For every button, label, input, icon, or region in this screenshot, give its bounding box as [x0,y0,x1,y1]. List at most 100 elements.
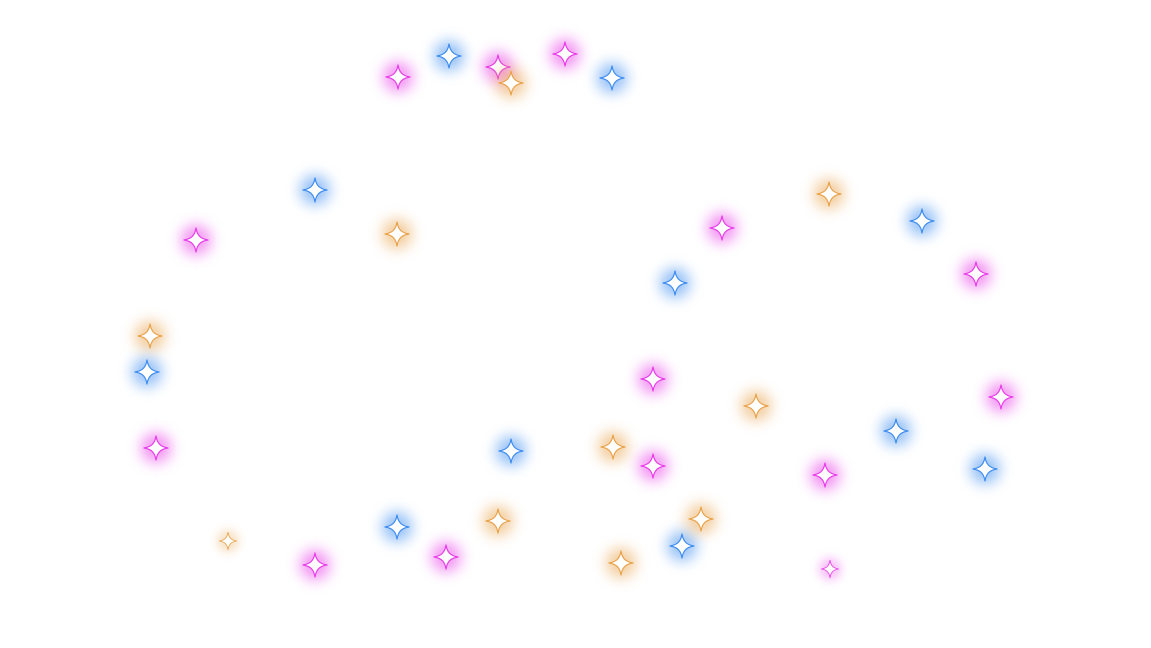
sparkle-icon [900,199,944,243]
sparkle-icon [293,543,337,587]
sparkle-icon [679,497,723,541]
sparkle-icon [489,61,533,105]
sparkle-glow [135,321,165,351]
four-point-sparkle-icon [972,456,998,482]
sparkle-icon [807,172,851,216]
four-point-sparkle-icon [498,70,524,96]
sparkle-icon [134,426,178,470]
sparkle-icon [212,525,244,557]
four-point-sparkle-icon [669,533,695,559]
sparkle-glow [810,460,840,490]
sparkle-glow [483,52,513,82]
sparkle-glow [383,62,413,92]
four-point-sparkle-icon [302,552,328,578]
sparkle-glow [961,259,991,289]
sparkle-icon [599,541,643,585]
four-point-sparkle-icon [385,64,411,90]
sparkle-glow [434,41,464,71]
four-point-sparkle-icon [883,418,909,444]
sparkle-icon [631,444,675,488]
four-point-sparkle-icon [909,208,935,234]
four-point-sparkle-icon [433,544,459,570]
four-point-sparkle-icon [137,323,163,349]
sparkle-glow [141,433,171,463]
sparkle-glow [597,63,627,93]
sparkle-glow [667,531,697,561]
sparkle-glow [638,451,668,481]
sparkle-glow [741,391,771,421]
four-point-sparkle-icon [816,181,842,207]
sparkle-icon [814,553,846,585]
sparkle-glow [606,548,636,578]
sparkle-glow [707,213,737,243]
sparkle-glow [660,268,690,298]
sparkle-icon [803,453,847,497]
sparkle-icon [963,447,1007,491]
sparkle-icon [375,212,419,256]
sparkle-glow [686,504,716,534]
four-point-sparkle-icon [498,438,524,464]
sparkle-icon [543,32,587,76]
four-point-sparkle-icon [988,384,1014,410]
sparkle-icon [424,535,468,579]
sparkle-glow [217,530,239,552]
four-point-sparkle-icon [302,177,328,203]
sparkle-icon [128,314,172,358]
sparkle-icon [700,206,744,250]
sparkle-icon [874,409,918,453]
four-point-sparkle-icon [662,270,688,296]
sparkle-glow [550,39,580,69]
sparkle-glow [300,550,330,580]
four-point-sparkle-icon [688,506,714,532]
four-point-sparkle-icon [485,54,511,80]
four-point-sparkle-icon [963,261,989,287]
sparkle-icon [476,45,520,89]
sparkle-icon [590,56,634,100]
sparkle-icon [293,168,337,212]
sparkle-glow [431,542,461,572]
sparkle-icon [734,384,778,428]
sparkle-icon [653,261,697,305]
four-point-sparkle-icon [709,215,735,241]
four-point-sparkle-icon [218,531,238,551]
sparkle-icon [631,357,675,401]
four-point-sparkle-icon [812,462,838,488]
sparkle-icon [174,218,218,262]
sparkle-icon [476,499,520,543]
sparkle-glow [496,436,526,466]
sparkle-glow [382,512,412,542]
sparkle-glow [970,454,1000,484]
four-point-sparkle-icon [384,221,410,247]
sparkle-glow [907,206,937,236]
four-point-sparkle-icon [820,559,840,579]
sparkle-icon [376,55,420,99]
sparkle-glow [598,432,628,462]
sparkle-icon [489,429,533,473]
sparkle-icon [591,425,635,469]
sparkle-icon [954,252,998,296]
sparkle-icon [375,505,419,549]
four-point-sparkle-icon [743,393,769,419]
sparkle-glow [382,219,412,249]
four-point-sparkle-icon [599,65,625,91]
four-point-sparkle-icon [143,435,169,461]
sparkle-glow [496,68,526,98]
sparkle-glow [881,416,911,446]
four-point-sparkle-icon [436,43,462,69]
four-point-sparkle-icon [640,453,666,479]
sparkle-icon [125,350,169,394]
sparkle-icon [660,524,704,568]
four-point-sparkle-icon [485,508,511,534]
sparkle-glow [132,357,162,387]
sparkle-glow [638,364,668,394]
four-point-sparkle-icon [384,514,410,540]
sparkle-glow [300,175,330,205]
sparkle-icon [427,34,471,78]
sparkle-glow [181,225,211,255]
four-point-sparkle-icon [608,550,634,576]
four-point-sparkle-icon [134,359,160,385]
four-point-sparkle-icon [552,41,578,67]
four-point-sparkle-icon [183,227,209,253]
sparkle-glow [986,382,1016,412]
